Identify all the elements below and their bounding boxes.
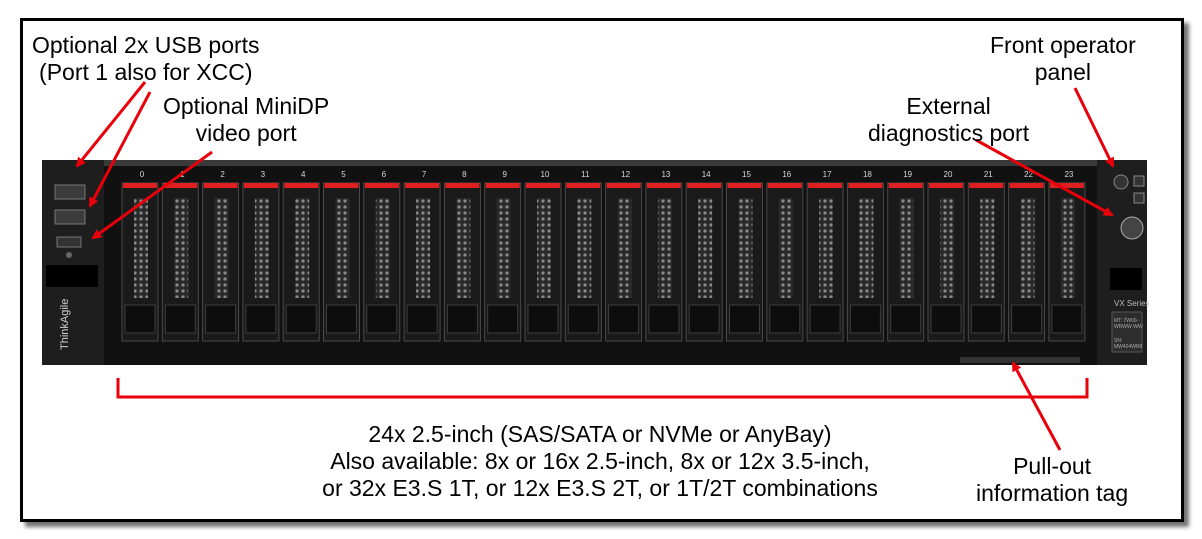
bay-latch (445, 183, 480, 188)
drive-bay[interactable] (242, 182, 280, 342)
bay-latch (526, 183, 560, 188)
bay-number-label: 14 (702, 170, 711, 179)
bay-number-label: 10 (541, 170, 550, 179)
minidp-arrow (91, 150, 213, 240)
drive-bay[interactable] (564, 182, 602, 342)
drive-bay[interactable] (323, 182, 360, 342)
bay-number-label: 0 (140, 170, 145, 179)
bay-number-label: 15 (742, 170, 751, 179)
bay-latch (727, 183, 762, 188)
usb-port-1 (54, 184, 86, 200)
drive-bay[interactable] (202, 182, 240, 342)
bay-number-label: 13 (661, 170, 670, 179)
drive-bay[interactable] (806, 182, 844, 342)
svg-text:SN:: SN: (1114, 338, 1122, 344)
drive-bay[interactable] (121, 182, 159, 342)
drive-bay[interactable] (685, 182, 723, 342)
bay-latch (203, 183, 238, 188)
bay-latch (848, 183, 883, 188)
bay-number-label: 11 (581, 170, 590, 179)
drive-bay[interactable] (726, 182, 763, 342)
bay-number-label: 16 (782, 170, 791, 179)
bay-number-label: 5 (341, 170, 346, 179)
drive-bay[interactable] (403, 182, 441, 342)
drive-bay[interactable] (1048, 182, 1086, 342)
bay-latch (284, 183, 319, 188)
bay-number-label: 21 (984, 170, 993, 179)
bay-latch (1049, 183, 1084, 188)
bay-latch (687, 183, 722, 188)
drive-bay[interactable] (846, 182, 884, 342)
drive-bay[interactable] (766, 182, 804, 342)
front-panel-arrow (1073, 87, 1115, 168)
drive-bay[interactable] (967, 182, 1005, 342)
brand-label: ThinkAgile (59, 299, 71, 350)
pullout-callout: Pull-out information tag (976, 453, 1129, 506)
drive-bay[interactable] (161, 182, 199, 342)
bay-number-label: 7 (422, 170, 427, 179)
bay-latch (485, 183, 520, 188)
usb-arrow-1 (75, 81, 147, 168)
bay-latch (243, 183, 278, 188)
drive-bay[interactable] (484, 182, 522, 342)
svg-text:MT: 7W00-: MT: 7W00- (1114, 318, 1139, 324)
diagnostics-callout: External diagnostics port (868, 93, 1030, 146)
bay-latch (929, 183, 963, 188)
bay-latch (888, 183, 923, 188)
bay-latch (123, 183, 157, 188)
diagnostics-arrow (975, 138, 1114, 217)
svg-text:MW404WR8: MW404WR8 (1114, 344, 1143, 350)
power-button (1113, 174, 1129, 190)
usb-callout: Optional 2x USB ports (Port 1 also for X… (32, 32, 260, 85)
bay-latch (808, 183, 843, 188)
bay-latch (566, 183, 601, 188)
bay-latch (606, 183, 641, 188)
drive-bay[interactable] (645, 182, 683, 342)
drive-bay[interactable] (927, 182, 965, 342)
bay-latch (364, 183, 399, 188)
diagnostics-port (1120, 216, 1144, 240)
drive-bays-callout: 24x 2.5-inch (SAS/SATA or NVMe or AnyBay… (322, 421, 878, 501)
bay-number-label: 20 (944, 170, 953, 179)
pull-out-tag (1111, 311, 1143, 353)
drive-bays-bracket (116, 378, 1089, 399)
svg-text:WRWW-WW: WRWW-WW (1114, 324, 1143, 330)
bay-number-label: 22 (1024, 170, 1033, 179)
bay-number-label: 3 (261, 170, 266, 179)
bay-latch (767, 183, 802, 188)
drive-bay[interactable] (524, 182, 562, 342)
drive-bay[interactable] (605, 182, 643, 342)
drive-bay[interactable] (363, 182, 401, 342)
usb-arrow-2 (88, 91, 152, 208)
bay-number-label: 12 (621, 170, 630, 179)
drive-bay[interactable] (443, 182, 481, 342)
minidp-callout: Optional MiniDP video port (163, 93, 330, 146)
drive-bays: 01234567891011121314151617181920212223 (121, 170, 1086, 342)
bay-latch (1009, 183, 1044, 188)
bay-number-label: 6 (382, 170, 387, 179)
drive-bay[interactable] (282, 182, 320, 342)
bay-number-label: 23 (1064, 170, 1073, 179)
bay-latch (646, 183, 681, 188)
drive-bay[interactable] (887, 182, 925, 342)
usb-port-2 (54, 209, 86, 225)
series-label: VX Series (1114, 299, 1150, 308)
bay-latch (969, 183, 1004, 188)
bay-latch (405, 183, 440, 188)
pull-out-tab (960, 357, 1080, 363)
bay-number-label: 8 (462, 170, 467, 179)
drive-bay[interactable] (1008, 182, 1046, 342)
bay-number-label: 2 (220, 170, 225, 179)
bay-number-label: 19 (903, 170, 912, 179)
bay-number-label: 17 (823, 170, 832, 179)
bay-latch (163, 183, 198, 188)
bay-latch (324, 183, 359, 188)
bay-number-label: 9 (502, 170, 507, 179)
pullout-arrow (1011, 361, 1062, 451)
minidp-port (56, 236, 82, 248)
bay-number-label: 4 (301, 170, 306, 179)
bay-number-label: 18 (863, 170, 872, 179)
front-panel-callout: Front operator panel (990, 32, 1136, 85)
